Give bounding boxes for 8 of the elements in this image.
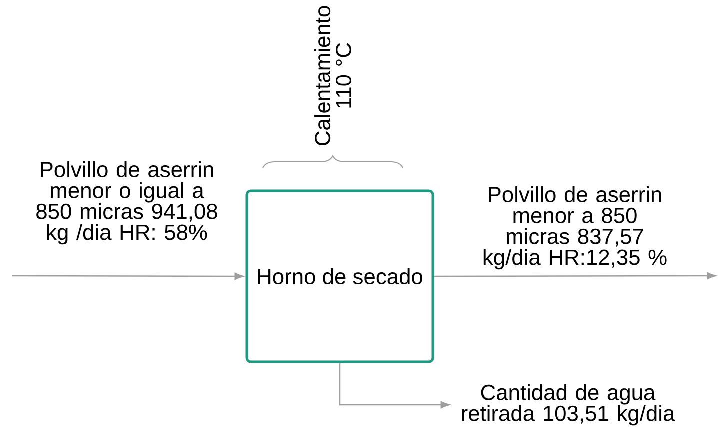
- edge-label: Polvillo de aserrin menor o igual a 850 micras 941,08 kg /dia HR: 58%: [36, 161, 218, 245]
- arrow: [434, 272, 716, 280]
- output-text: Cantidad de agua retirada 103,51 kg/dia: [462, 384, 676, 426]
- arrow: [12, 272, 244, 280]
- edge-label: Polvillo de aserrin menor a 850 micras 837,57 kg/dia HR:12,35 %: [484, 186, 667, 270]
- arrow: [339, 363, 450, 409]
- process-box: Horno de secado: [246, 190, 434, 364]
- heating-label: Calentamiento 110 °C: [314, 6, 352, 146]
